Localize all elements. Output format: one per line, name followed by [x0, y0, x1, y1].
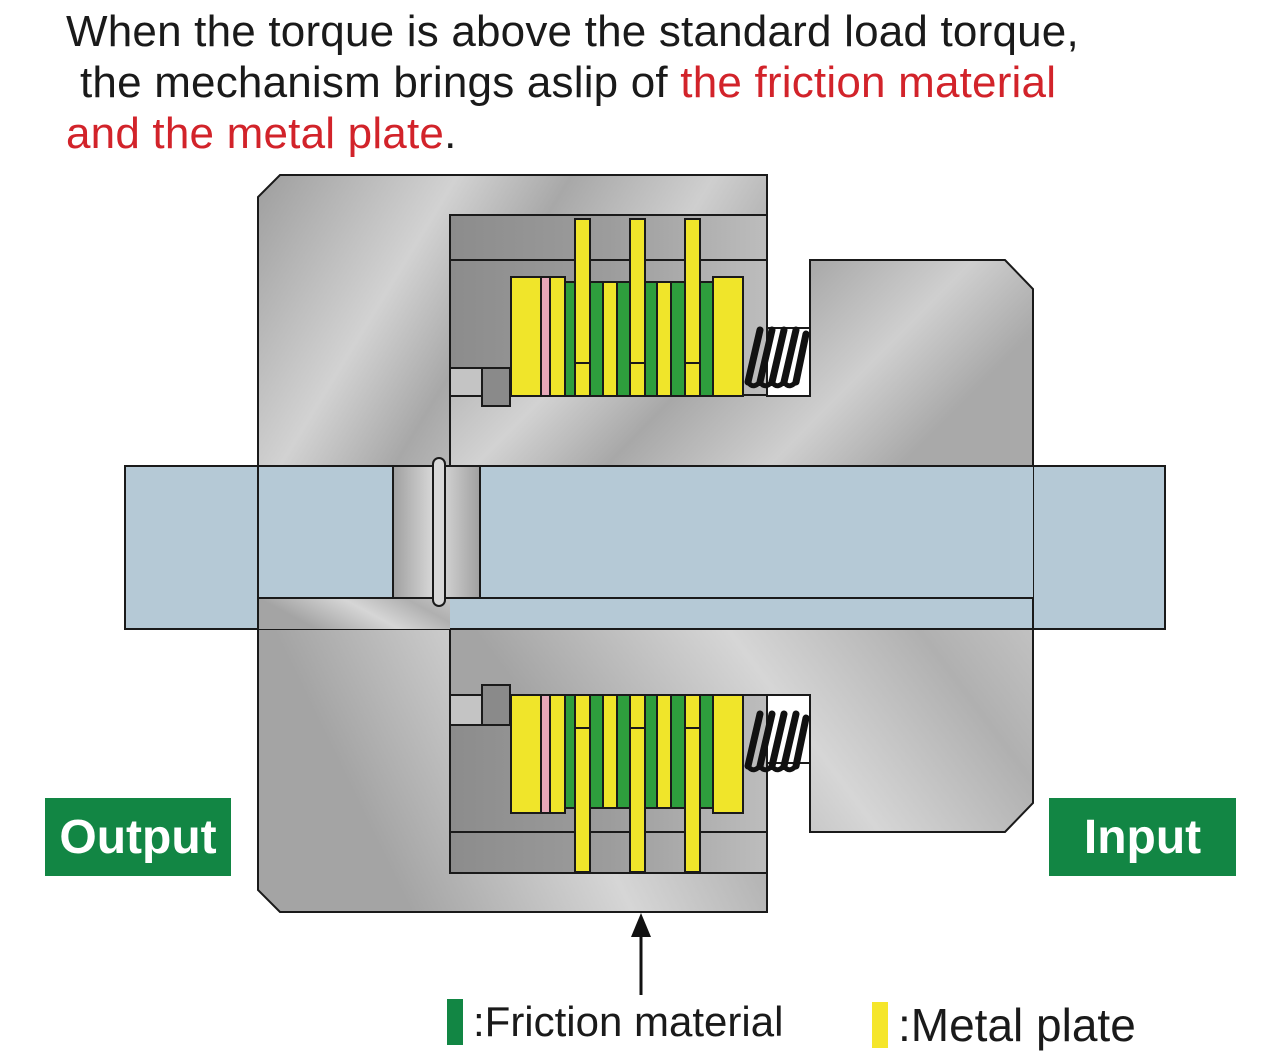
- metal-plate: [574, 218, 591, 397]
- caption-line-3: and the metal plate.: [66, 108, 1246, 159]
- input-label: Input: [1049, 798, 1236, 876]
- caption-highlight-metal: and the metal plate: [66, 109, 445, 158]
- pressure-plate: [510, 276, 542, 397]
- caption-line-2-text: the mechanism brings aslip of: [80, 58, 681, 107]
- upper-plate-stack: [449, 218, 744, 407]
- pointer-arrow: [631, 913, 651, 995]
- end-plate: [712, 276, 744, 397]
- legend-metal-text: :Metal plate: [898, 999, 1136, 1051]
- metal-plate: [629, 218, 646, 397]
- legend-friction-text: :Friction material: [473, 998, 784, 1045]
- spring-lower: [744, 710, 810, 773]
- caption-highlight-friction: the friction material: [680, 58, 1057, 107]
- caption-period: .: [444, 109, 457, 158]
- friction-swatch: [447, 999, 463, 1045]
- metal-plate: [684, 218, 701, 397]
- spring-upper: [744, 326, 810, 389]
- caption-line-1: When the torque is above the standard lo…: [66, 7, 1079, 56]
- caption-line-2: the mechanism brings aslip of the fricti…: [66, 57, 1246, 108]
- caption: When the torque is above the standard lo…: [66, 6, 1246, 159]
- output-label: Output: [45, 798, 231, 876]
- legend-friction: :Friction material: [447, 998, 783, 1046]
- lower-plate-stack: [449, 684, 744, 873]
- legend-metal: :Metal plate: [872, 998, 1136, 1052]
- snap-ring: [432, 457, 446, 607]
- metal-swatch: [872, 1002, 888, 1048]
